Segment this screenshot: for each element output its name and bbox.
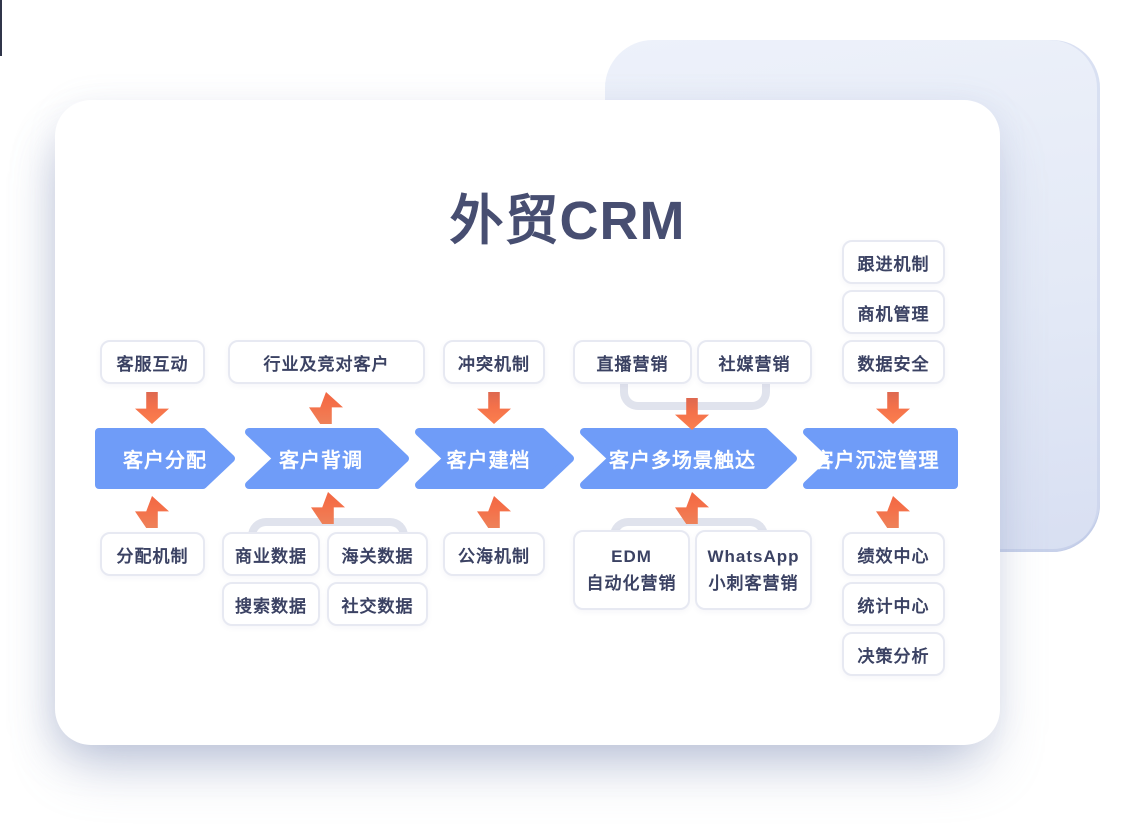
page-title: 外贸CRM xyxy=(449,191,686,251)
node-data-security: 数据安全 xyxy=(842,340,945,384)
stage-shape-multi-scenario-reach xyxy=(580,428,797,489)
node-whatsapp-marketing: WhatsApp 小刺客营销 xyxy=(695,530,812,610)
node-opportunity-management: 商机管理 xyxy=(842,290,945,334)
node-service-interaction: 客服互动 xyxy=(100,340,205,384)
stage-customer-filing: 客户建档 xyxy=(446,450,531,472)
diagram-card: 外贸CRM 客户分配 客户背调 客户建档 客户多场景触达 客户沉淀管理 xyxy=(55,100,1000,745)
stage-multi-scenario-reach: 客户多场景触达 xyxy=(609,450,756,472)
edm-line1: EDM xyxy=(611,546,652,566)
node-search-data: 搜索数据 xyxy=(222,582,320,626)
node-conflict-mechanism: 冲突机制 xyxy=(443,340,545,384)
whatsapp-line1: WhatsApp xyxy=(707,546,800,566)
arrow-up-allocation-mechanism xyxy=(135,496,169,528)
node-follow-up-mechanism: 跟进机制 xyxy=(842,240,945,284)
stage-customer-allocation: 客户分配 xyxy=(123,450,207,472)
node-business-data: 商业数据 xyxy=(222,532,320,576)
whatsapp-line2: 小刺客营销 xyxy=(708,574,799,593)
arrow-down-conflict-mechanism xyxy=(477,392,511,424)
arrow-down-service-interaction xyxy=(135,392,169,424)
arrow-down-retention-mechanisms xyxy=(876,392,910,424)
arrow-up-industry-competitor xyxy=(309,392,343,424)
arrow-up-analytics-centers xyxy=(876,496,910,528)
node-customs-data: 海关数据 xyxy=(327,532,428,576)
node-decision-analysis: 决策分析 xyxy=(842,632,945,676)
node-social-data: 社交数据 xyxy=(327,582,428,626)
stage-customer-retention: 客户沉淀管理 xyxy=(813,450,940,472)
node-statistics-center: 统计中心 xyxy=(842,582,945,626)
stage-shape-customer-background-check xyxy=(245,428,409,489)
process-flow-band xyxy=(95,428,958,489)
edm-line2: 自动化营销 xyxy=(586,574,677,593)
node-social-media-marketing: 社媒营销 xyxy=(697,340,812,384)
arrow-up-public-pool xyxy=(477,496,511,528)
node-live-marketing: 直播营销 xyxy=(573,340,692,384)
stage-customer-background-check: 客户背调 xyxy=(279,450,363,472)
stage-shape-customer-allocation xyxy=(95,428,235,489)
screen-edge-artifact xyxy=(0,0,2,56)
node-edm-marketing: EDM 自动化营销 xyxy=(573,530,690,610)
stage-shape-customer-filing xyxy=(415,428,574,489)
stage-shape-customer-retention xyxy=(803,428,958,489)
node-performance-center: 绩效中心 xyxy=(842,532,945,576)
node-allocation-mechanism: 分配机制 xyxy=(100,532,205,576)
node-public-pool-mechanism: 公海机制 xyxy=(443,532,545,576)
node-industry-competitor: 行业及竞对客户 xyxy=(228,340,425,384)
